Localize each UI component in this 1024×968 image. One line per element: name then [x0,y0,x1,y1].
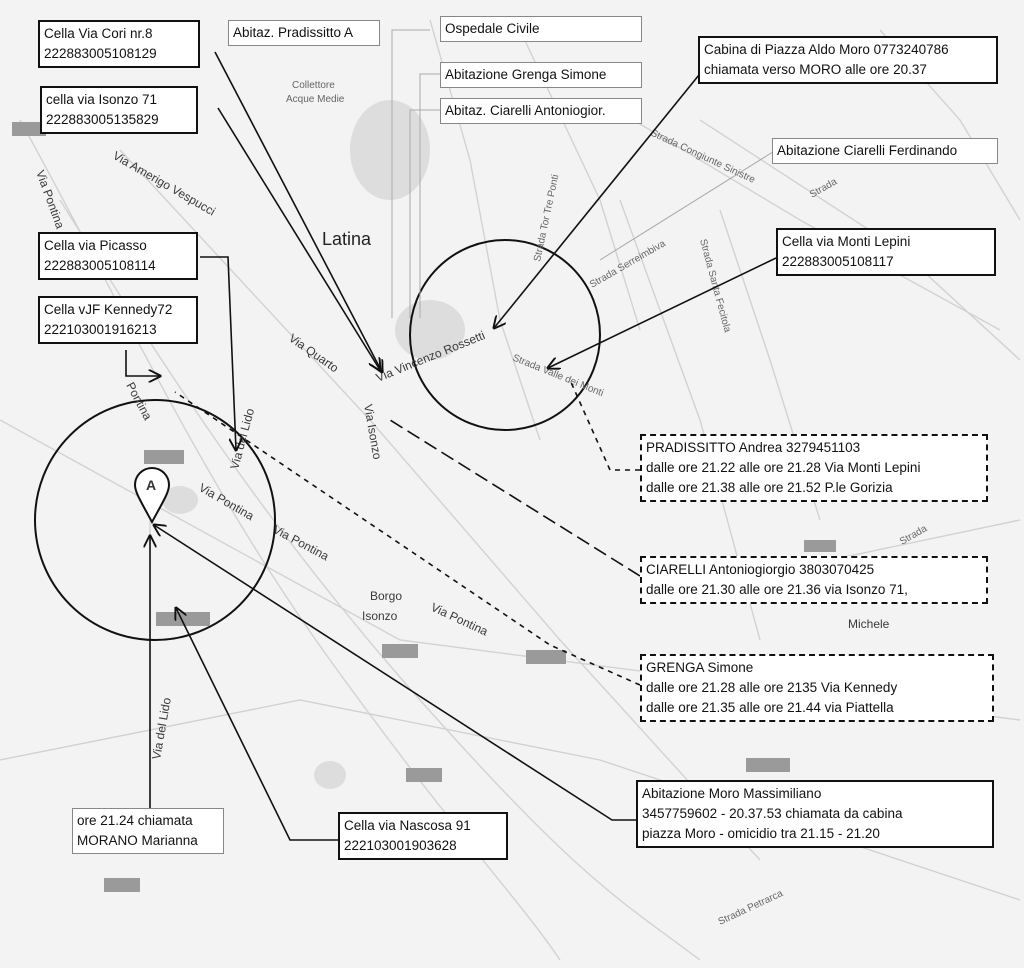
box-ospedale: Ospedale Civile [440,16,642,42]
grenga-line1: GRENGA Simone [646,660,754,675]
district-label-borgo: Borgo [370,589,402,603]
road-strada-santa-fecitola: Strada Santa Fecitola [697,238,733,334]
abitazione-moro-line1: Abitazione Moro Massimiliano [642,786,822,801]
city-label: Latina [322,229,372,249]
grenga-line3: dalle ore 21.35 alle ore 21.44 via Piatt… [646,700,894,715]
cella-nascosa-code: 222103001903628 [344,838,457,853]
arrow-cella-kennedy [125,350,160,376]
road-badge [406,768,442,782]
connector-ospedale [391,29,430,318]
district-label-michele: Michele [848,617,890,631]
arrow-cabina-moro [494,69,704,328]
collettore-label: Collettore [292,80,335,91]
road-pontina-center: Pontina [123,380,155,423]
coverage-circle-right [409,239,601,431]
pradissitto-line1: PRADISSITTO Andrea 3279451103 [646,440,861,455]
road-strada-serreimbiva: Strada Serreimbiva [588,238,668,291]
grenga-line2: dalle ore 21.28 alle ore 2135 Via Kenned… [646,680,898,695]
location-marker-a: A [133,467,171,525]
cella-monti-lepini-title: Cella via Monti Lepini [782,234,911,249]
arrow-cella-nascosa [176,608,338,841]
road-strada-label: Strada [808,176,839,200]
pradissitto-line3: dalle ore 21.38 alle ore 21.52 P.le Gori… [646,480,893,495]
ciarelli-line2: dalle ore 21.30 alle ore 21.36 via Isonz… [646,582,908,597]
connector-ciarelli-ferdinando [599,149,777,261]
box-cella-cori: Cella Via Cori nr.8 222883005108129 [38,20,200,68]
road-via-del-lido-2: Via del Lido [149,696,174,760]
road-via-pontina-3: Via Pontina [429,600,491,639]
cabina-moro-line2: chiamata verso MORO alle ore 20.37 [704,62,927,77]
road-badge [144,450,184,464]
box-abitazione-grenga: Abitazione Grenga Simone [440,62,642,88]
box-cella-kennedy: Cella vJF Kennedy72 222103001916213 [38,296,198,344]
box-cella-monti-lepini: Cella via Monti Lepini 222883005108117 [776,228,996,276]
road-badge [526,650,566,664]
box-cella-nascosa: Cella via Nascosa 91 222103001903628 [338,812,508,860]
abitaz-pradissitto-title: Abitaz. Pradissitto A [233,25,354,40]
road-via-quarto: Via Quarto [286,331,341,375]
chiamata-morano-line2: MORANO Marianna [77,833,198,848]
connectors [125,51,777,841]
cabina-moro-line1: Cabina di Piazza Aldo Moro 0773240786 [704,42,949,57]
cella-isonzo-code: 222883005135829 [46,112,159,127]
abitazione-moro-line2: 3457759602 - 20.37.53 chiamata da cabina [642,806,903,821]
road-via-amerigo-vespucci: Via Amerigo Vespucci [111,148,218,218]
cella-isonzo-title: cella via Isonzo 71 [46,92,158,107]
road-badge [804,540,836,552]
coverage-circle-left [34,399,276,641]
cella-kennedy-code: 222103001916213 [44,322,157,337]
road-badge [382,644,418,658]
faint-connectors [391,29,777,318]
road-strada-congiunte: Strada Congiunte Sinistre [649,128,757,186]
cella-kennedy-title: Cella vJF Kennedy72 [44,302,173,317]
connector-grenga [174,391,641,686]
ospedale-title: Ospedale Civile [445,21,540,36]
box-abitaz-pradissitto: Abitaz. Pradissitto A [228,20,380,46]
abitaz-ciarelli-title: Abitaz. Ciarelli Antoniogior. [445,103,606,118]
arrow-cella-picasso [200,256,236,450]
box-cabina-moro: Cabina di Piazza Aldo Moro 0773240786 ch… [698,36,998,84]
box-abitazione-ciarelli-ferdinando: Abitazione Ciarelli Ferdinando [772,138,998,164]
box-grenga: GRENGA Simone dalle ore 21.28 alle ore 2… [640,654,994,722]
box-ciarelli: CIARELLI Antoniogiorgio 3803070425 dalle… [640,556,988,604]
abitazione-ciarelli-ferdinando-title: Abitazione Ciarelli Ferdinando [777,143,958,158]
road-via-pontina-1: Via Pontina [197,480,257,523]
cella-monti-lepini-code: 222883005108117 [782,254,894,269]
connector-pradissitto [569,379,640,471]
chiamata-morano-line1: ore 21.24 chiamata [77,813,193,828]
arrow-cella-isonzo [217,107,380,370]
abitazione-moro-line3: piazza Moro - omicidio tra 21.15 - 21.20 [642,826,880,841]
cella-picasso-code: 222883005108114 [44,258,156,273]
connector-ciarelli-home [409,109,440,318]
box-cella-isonzo: cella via Isonzo 71 222883005135829 [40,86,198,134]
ciarelli-line1: CIARELLI Antoniogiorgio 3803070425 [646,562,875,577]
cella-picasso-title: Cella via Picasso [44,238,147,253]
box-abitazione-moro: Abitazione Moro Massimiliano 3457759602 … [636,780,994,848]
district-label-isonzo: Isonzo [362,609,398,623]
road-strada-petrarca: Strada Petrarca [717,888,786,928]
pradissitto-line2: dalle ore 21.22 alle ore 21.28 Via Monti… [646,460,921,475]
road-via-del-lido-1: Via del Lido [227,406,257,470]
cella-cori-code: 222883005108129 [44,46,157,61]
connector-ciarelli [389,419,641,577]
road-badge [104,878,140,892]
acque-medie-label: Acque Medie [286,94,345,105]
cella-cori-title: Cella Via Cori nr.8 [44,26,153,41]
box-cella-picasso: Cella via Picasso 222883005108114 [38,232,198,280]
road-badge [12,122,46,136]
road-badge [746,758,790,772]
box-abitaz-ciarelli: Abitaz. Ciarelli Antoniogior. [440,98,642,124]
arrow-cella-monti-lepini [548,257,777,368]
box-chiamata-morano: ore 21.24 chiamata MORANO Marianna [72,808,224,854]
road-strada-label-2: Strada [898,523,929,547]
arrow-cella-cori [214,51,382,372]
box-pradissitto: PRADISSITTO Andrea 3279451103 dalle ore … [640,434,988,502]
marker-letter: A [146,477,156,493]
connector-grenga-home [419,73,440,318]
abitazione-grenga-title: Abitazione Grenga Simone [445,67,607,82]
arrow-abitazione-moro [154,525,636,821]
cella-nascosa-title: Cella via Nascosa 91 [344,818,471,833]
